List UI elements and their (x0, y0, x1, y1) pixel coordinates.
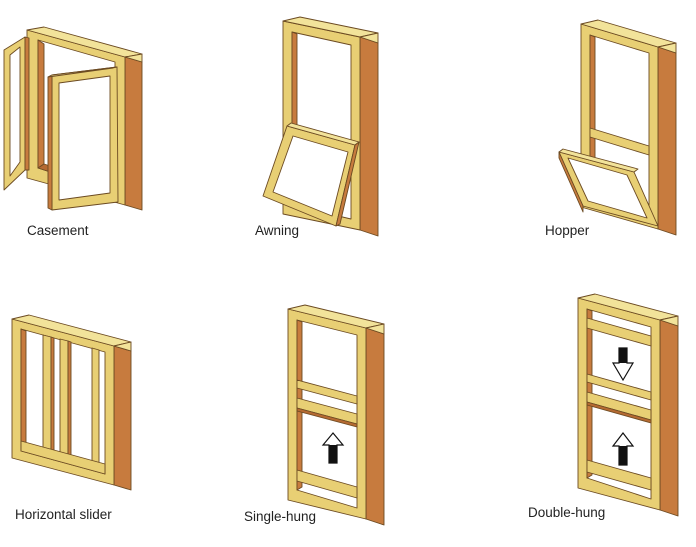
casement-label: Casement (27, 223, 89, 238)
casement-window (3, 26, 143, 211)
double-hung-label: Double-hung (528, 505, 606, 520)
arrow-up-icon (611, 432, 635, 466)
arrow-down-icon (611, 347, 635, 382)
arrow-up-icon (321, 432, 345, 464)
horizontal-slider-label: Horizontal slider (15, 507, 112, 522)
awning-label: Awning (255, 223, 300, 238)
awning-window (262, 16, 379, 237)
hopper-window (558, 19, 677, 236)
single-hung-window (287, 304, 385, 526)
hopper-label: Hopper (545, 223, 590, 238)
single-hung-label: Single-hung (244, 509, 317, 524)
horizontal-slider-window (11, 314, 132, 491)
double-hung-window (577, 293, 679, 517)
